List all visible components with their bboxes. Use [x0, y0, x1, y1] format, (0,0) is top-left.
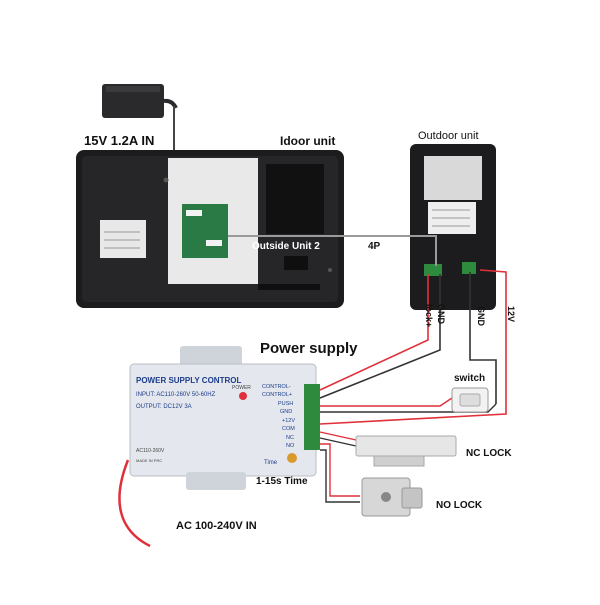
psu-made-in: MADE IN PRC: [136, 458, 163, 463]
12v-wire: [319, 269, 507, 425]
power-led: [239, 392, 247, 400]
terminal-label: +12V: [282, 418, 295, 424]
power-supply-box: [129, 346, 320, 490]
no-lock-device: [361, 477, 423, 517]
switch-label: switch: [454, 373, 486, 384]
psu-input-spec: INPUT: AC110-260V 50-60HZ: [136, 392, 216, 398]
ac-input-cable: [118, 459, 151, 548]
terminal-label: NC: [286, 435, 294, 441]
psu-title: POWER SUPPLY CONTROL: [136, 376, 242, 385]
12v-label: 12V: [506, 306, 516, 323]
no-lock-label: NO LOCK: [436, 500, 483, 511]
nc-lock-wire-b: [319, 437, 357, 447]
terminal-label: NO: [286, 443, 295, 449]
power-supply-label: Power supply: [260, 340, 358, 357]
time-label: 1-15s Time: [256, 476, 308, 487]
adapter-rating-label: 15V 1.2A IN: [84, 133, 155, 148]
terminal-label: CONTROL-: [262, 384, 291, 390]
exit-switch: [451, 387, 489, 413]
time-knob: [287, 453, 297, 463]
outdoor-terminal-left: [424, 264, 442, 276]
ac-input-label: AC 100-240V IN: [176, 520, 257, 532]
terminal-label: PUSH: [278, 401, 294, 407]
gnd-label-b: GND: [476, 306, 486, 326]
indoor-unit: [76, 150, 344, 308]
outside-unit-2-label: Outside Unit 2: [252, 241, 320, 252]
psu-ac-label: AC110-260V: [136, 448, 165, 454]
outdoor-unit-label: Outdoor unit: [418, 130, 479, 142]
psu-output-spec: OUTPUT: DC12V 3A: [136, 404, 192, 410]
gnd-label-a: GND: [436, 304, 446, 324]
terminal-label: CONTROL+: [262, 392, 293, 398]
terminal-label: GND: [280, 409, 293, 415]
gnd-wire-a: [319, 274, 441, 399]
terminal-label: COM: [282, 426, 295, 432]
outdoor-terminal-right: [462, 262, 476, 274]
lock-plus-wire: [319, 274, 429, 391]
indoor-label-sticker: [100, 220, 146, 258]
outdoor-label-sticker: [424, 156, 482, 200]
nc-lock-device: [355, 435, 457, 467]
no-lock-wire-b: [320, 449, 360, 503]
outdoor-unit: [410, 144, 496, 310]
switch-wire-b: [320, 403, 497, 413]
4p-cable: [228, 235, 437, 266]
gnd-wire-b: [469, 272, 497, 404]
lock-plus-label: lock+: [424, 304, 434, 328]
psu-terminal-block: [304, 384, 320, 450]
nc-lock-wire-a: [319, 431, 357, 441]
indoor-unit-label: Idoor unit: [280, 134, 336, 148]
time-knob-label: Time: [264, 460, 278, 466]
no-lock-wire-a: [320, 443, 360, 497]
cable-4p-label: 4P: [368, 241, 381, 252]
switch-wire-a: [320, 397, 453, 407]
power-led-label: POWER: [232, 385, 251, 391]
nc-lock-label: NC LOCK: [466, 448, 512, 459]
